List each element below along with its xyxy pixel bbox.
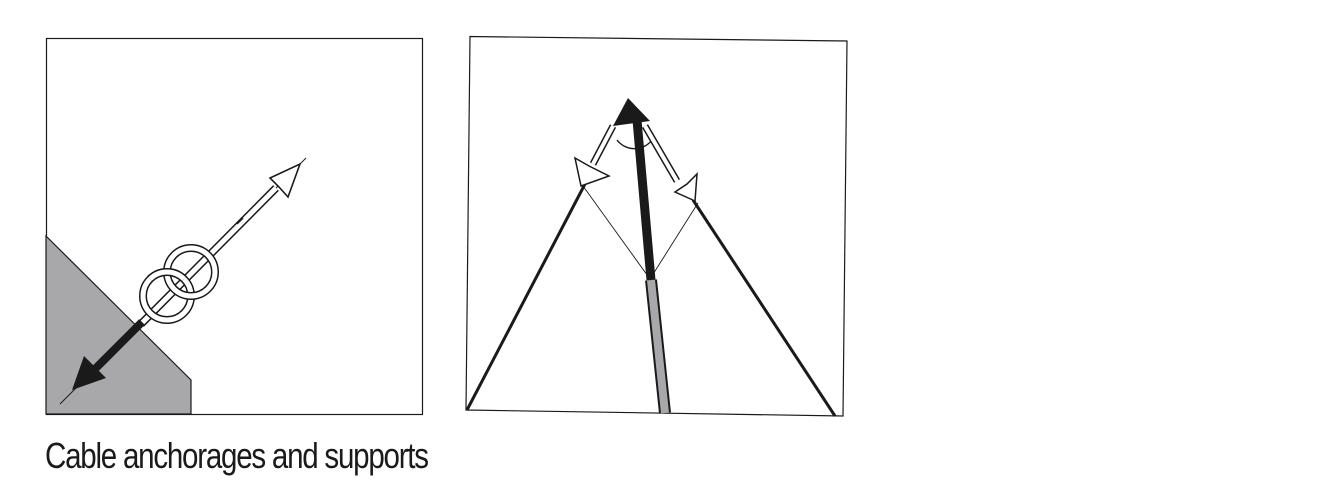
two-interlocked-rings [139,244,219,324]
anchor-force-arrow-solid [72,319,145,390]
support-frame [465,35,848,417]
tension-arrow-outline [268,162,302,199]
anchorage-diagram-panel [45,37,424,416]
support-diagram [465,35,848,417]
anchorage-diagram [45,37,424,416]
figure-caption: Cable anchorages and supports [45,435,429,476]
anchorage-frame [45,37,424,416]
angle-arc [616,139,653,150]
left-force-arrow-outline [573,124,617,187]
support-mast [645,279,671,414]
mast-compression-arrow-solid [613,98,656,281]
right-cable [691,199,837,417]
left-cable [465,183,587,411]
force-polygon-lines [582,185,699,280]
right-force-arrow-outline [641,124,698,203]
support-diagram-panel [465,35,848,417]
